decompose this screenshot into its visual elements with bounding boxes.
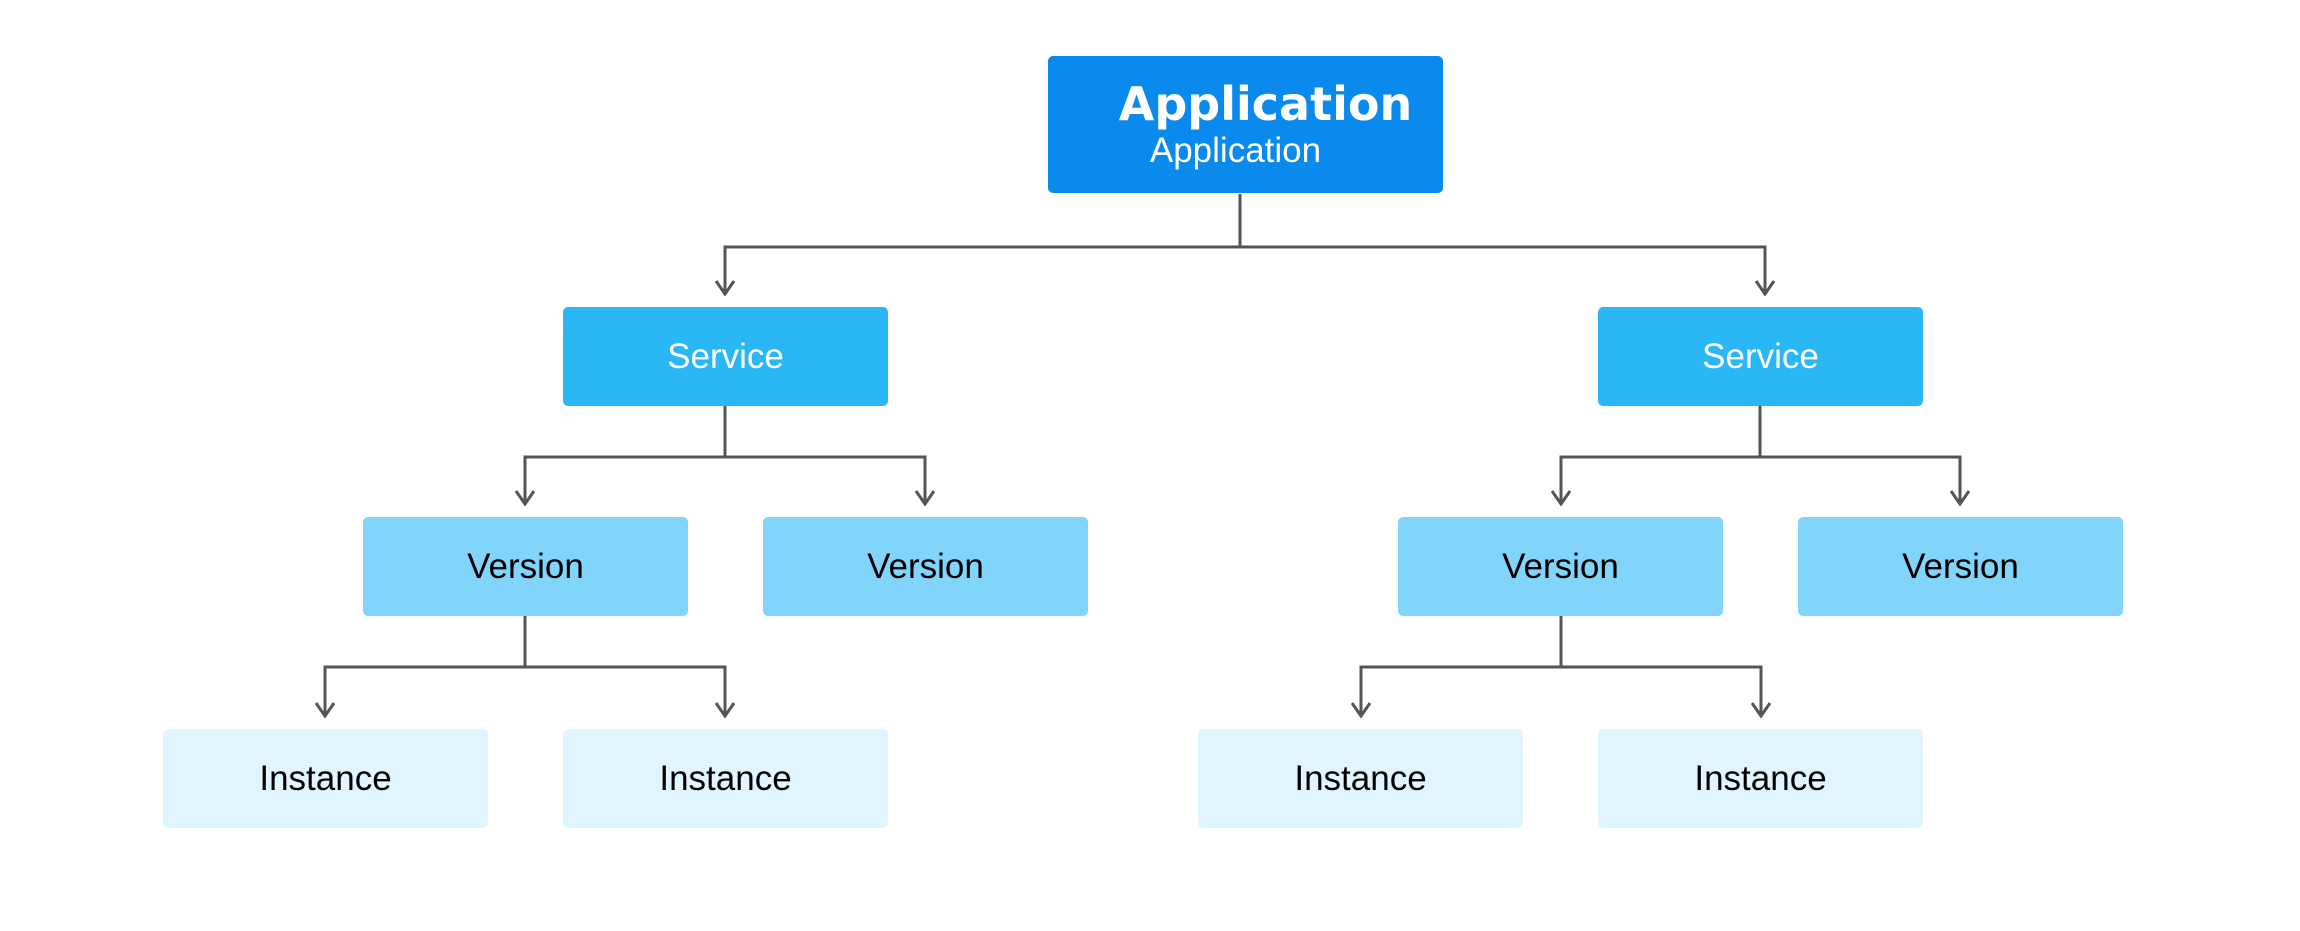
version-label: Version bbox=[1902, 547, 2019, 586]
version-node-1: Version bbox=[363, 517, 688, 616]
service-label: Service bbox=[667, 337, 784, 376]
connector-service-left-version-1 bbox=[525, 455, 725, 504]
version-node-3: Version bbox=[1398, 517, 1723, 616]
instance-node-1: Instance bbox=[163, 729, 488, 828]
instance-label: Instance bbox=[1694, 759, 1827, 798]
application-subtitle: Application bbox=[1149, 131, 1322, 170]
service-node-right: Service bbox=[1598, 307, 1923, 406]
version-label: Version bbox=[1502, 547, 1619, 586]
instance-node-4: Instance bbox=[1598, 729, 1923, 828]
connector-app-service-left bbox=[725, 245, 1240, 294]
instance-label: Instance bbox=[259, 759, 392, 798]
service-node-left: Service bbox=[563, 307, 888, 406]
connector-version-1-instance-1 bbox=[325, 665, 525, 716]
instance-label: Instance bbox=[1294, 759, 1427, 798]
service-label: Service bbox=[1702, 337, 1819, 376]
connector-version-1-instance-2 bbox=[525, 665, 725, 716]
connector-service-left-version-2 bbox=[725, 455, 925, 504]
application-node: Application Application bbox=[1048, 56, 1443, 193]
version-node-4: Version bbox=[1798, 517, 2123, 616]
instance-label: Instance bbox=[659, 759, 792, 798]
connector-version-3-instance-3 bbox=[1361, 665, 1561, 716]
version-node-2: Version bbox=[763, 517, 1088, 616]
version-label: Version bbox=[467, 547, 584, 586]
connector-service-right-version-3 bbox=[1561, 455, 1760, 504]
connector-service-right-version-4 bbox=[1760, 455, 1960, 504]
version-label: Version bbox=[867, 547, 984, 586]
application-title: Application bbox=[1118, 77, 1413, 131]
connector-version-3-instance-4 bbox=[1561, 665, 1761, 716]
instance-node-2: Instance bbox=[563, 729, 888, 828]
instance-node-3: Instance bbox=[1198, 729, 1523, 828]
connector-app-service-right bbox=[1240, 245, 1765, 294]
